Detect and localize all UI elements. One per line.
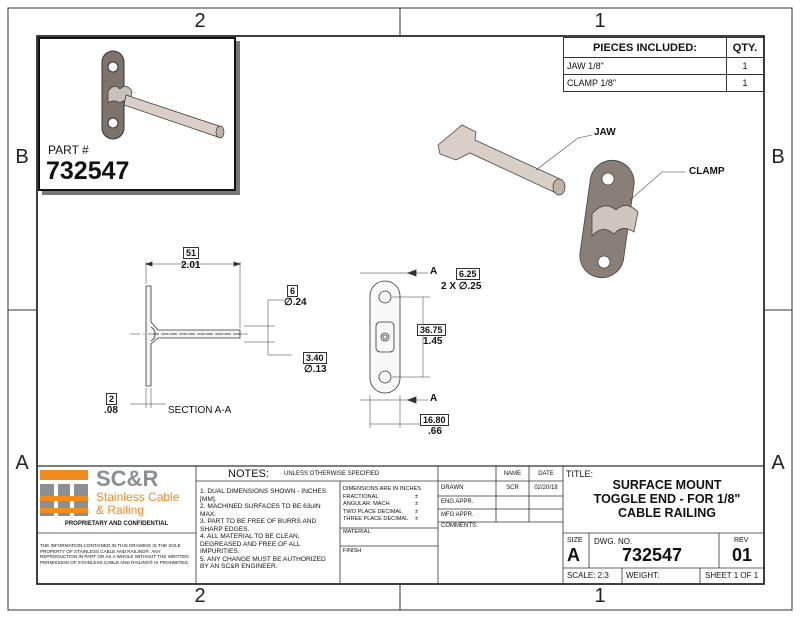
name-header: NAME [503,471,522,477]
dim-thick-in: .08 [104,405,118,416]
dim-width-in: 2.01 [181,260,201,271]
tolerances: DIMENSIONS ARE IN INCHES FRACTIONAL ± AN… [343,486,437,524]
zone-left-a: A [15,452,29,474]
pieces-header: PIECES INCLUDED: [563,37,727,58]
jaw-callout: JAW [594,127,616,138]
part-number: 732547 [46,157,130,185]
tol-line: FRACTIONAL [343,493,379,500]
notes-title: NOTES: [228,468,269,480]
dia-symbol: ∅ [304,364,313,375]
material-label: MATERIAL [343,529,371,535]
dim-holes-in: 2 X ∅.25 [441,281,482,292]
scale-label: SCALE: 2:3 [567,571,609,580]
dim-spacing-mm: 36.75 [417,324,446,336]
note-item: 5. ANY CHANGE MUST BE AUTHORIZED BY AN S… [200,555,326,571]
section-mark-bottom: A [430,393,438,404]
notes-list: 1. DUAL DIMENSIONS SHOWN - INCHES [MM]. … [200,488,336,571]
pm-symbol: ± [415,516,419,523]
qty-header: QTY. [726,37,764,58]
notes-subtitle: UNLESS OTHERWISE SPECIFIED [284,471,380,477]
logo-short: SC&R [96,466,159,491]
zone-right-b: B [771,146,785,168]
section-mark-top: A [430,266,438,277]
tol-line: THREE PLACE DECIMAL [343,516,409,523]
pm-symbol: ± [415,493,419,500]
drawn-label: DRAWN [441,485,464,491]
rev-label: REV [734,537,749,544]
note-item: 2. MACHINED SURFACES TO BE 63uIN MAX. [200,503,321,518]
piece-name: JAW 1/8" [563,57,727,75]
clamp-callout: CLAMP [689,166,725,177]
title-line: TOGGLE END - FOR 1/8" [593,492,741,506]
comments-label: COMMENTS: [441,523,478,529]
dwg-label: DWG. NO. [594,537,633,546]
logo-line1: Stainless Cable [96,490,180,504]
tol-line: ANGULAR: MACH [343,501,390,508]
rev-value: 01 [732,545,753,565]
zone-left-b: B [15,146,29,168]
part-number-box: PART # 732547 [38,37,236,191]
logo-line2: & Railing [96,503,145,517]
drawn-date: 02/20/18 [534,485,558,491]
title-label: TITLE: [566,469,594,479]
zone-bottom-2: 2 [194,585,206,607]
dia-symbol: ∅ [284,297,293,308]
section-label: SECTION A-A [168,405,232,416]
weight-label: WEIGHT: [626,571,660,580]
title-block-lines [37,465,764,584]
part-thumbnail [101,50,225,140]
dim-width-mm: 51 [183,247,200,259]
part-label: PART # [48,143,89,157]
zone-bottom-1: 1 [594,585,606,607]
logo-mark [40,470,88,516]
dim-hole-mm: 6 [287,285,299,297]
clamp-isometric [579,159,686,279]
zone-top-2: 2 [194,10,206,32]
note-item: 3. PART TO BE FREE OF BURRS AND SHARP ED… [200,518,317,533]
size-label: SIZE [567,537,583,544]
company-logo: SC&R Stainless Cable & Railing [40,466,194,520]
mfg-appr-label: MFG APPR. [441,512,474,518]
table-row: CLAMP 1/8" 1 [563,74,764,92]
eng-appr-label: ENG APPR. [441,499,474,505]
date-header: DATE [538,471,554,477]
dim-thick-mm: 2 [106,393,118,405]
tol-line: TWO PLACE DECIMAL [343,508,403,515]
pm-symbol: ± [415,508,419,515]
piece-qty: 1 [726,57,764,75]
pm-symbol: ± [415,501,419,508]
size-value: A [567,545,580,565]
drawn-name: SCR [506,485,519,491]
zone-right-a: A [771,452,785,474]
front-view [360,269,430,428]
zone-top-1: 1 [594,10,606,32]
sheet-label: SHEET 1 OF 1 [705,571,759,580]
pieces-table: PIECES INCLUDED: QTY. JAW 1/8" 1 CLAMP 1… [563,37,764,92]
drawing-title: SURFACE MOUNT TOGGLE END - FOR 1/8" CABL… [572,478,762,520]
note-item: 1. DUAL DIMENSIONS SHOWN - INCHES [MM]. [200,488,327,503]
section-view [130,261,292,408]
dim-rod-in: .13 [312,364,327,375]
piece-qty: 1 [726,74,764,92]
finish-label: FINISH [343,548,362,554]
note-item: 4. ALL MATERIAL TO BE CLEAN, DEGREASED A… [200,533,301,555]
jaw-isometric [437,124,593,196]
dwg-number: 732547 [622,545,683,565]
title-line: SURFACE MOUNT [612,478,722,492]
dim-width-front-in: .66 [428,426,442,437]
tol-line: DIMENSIONS ARE IN INCHES [343,486,422,492]
table-row: JAW 1/8" 1 [563,57,764,75]
dim-spacing-in: 1.45 [423,336,443,347]
proprietary-title: PROPRIETARY AND CONFIDENTIAL [64,521,169,527]
proprietary-text: THE INFORMATION CONTAINED IN THIS DRAWIN… [40,543,190,565]
dim-width-front-mm: 16.80 [420,414,449,426]
dim-rod-mm: 3.40 [303,352,327,364]
dim-holes-mm: 6.25 [456,268,480,280]
title-line: CABLE RAILING [618,506,716,520]
dim-hole-in: .24 [292,297,307,308]
piece-name: CLAMP 1/8" [563,74,727,92]
